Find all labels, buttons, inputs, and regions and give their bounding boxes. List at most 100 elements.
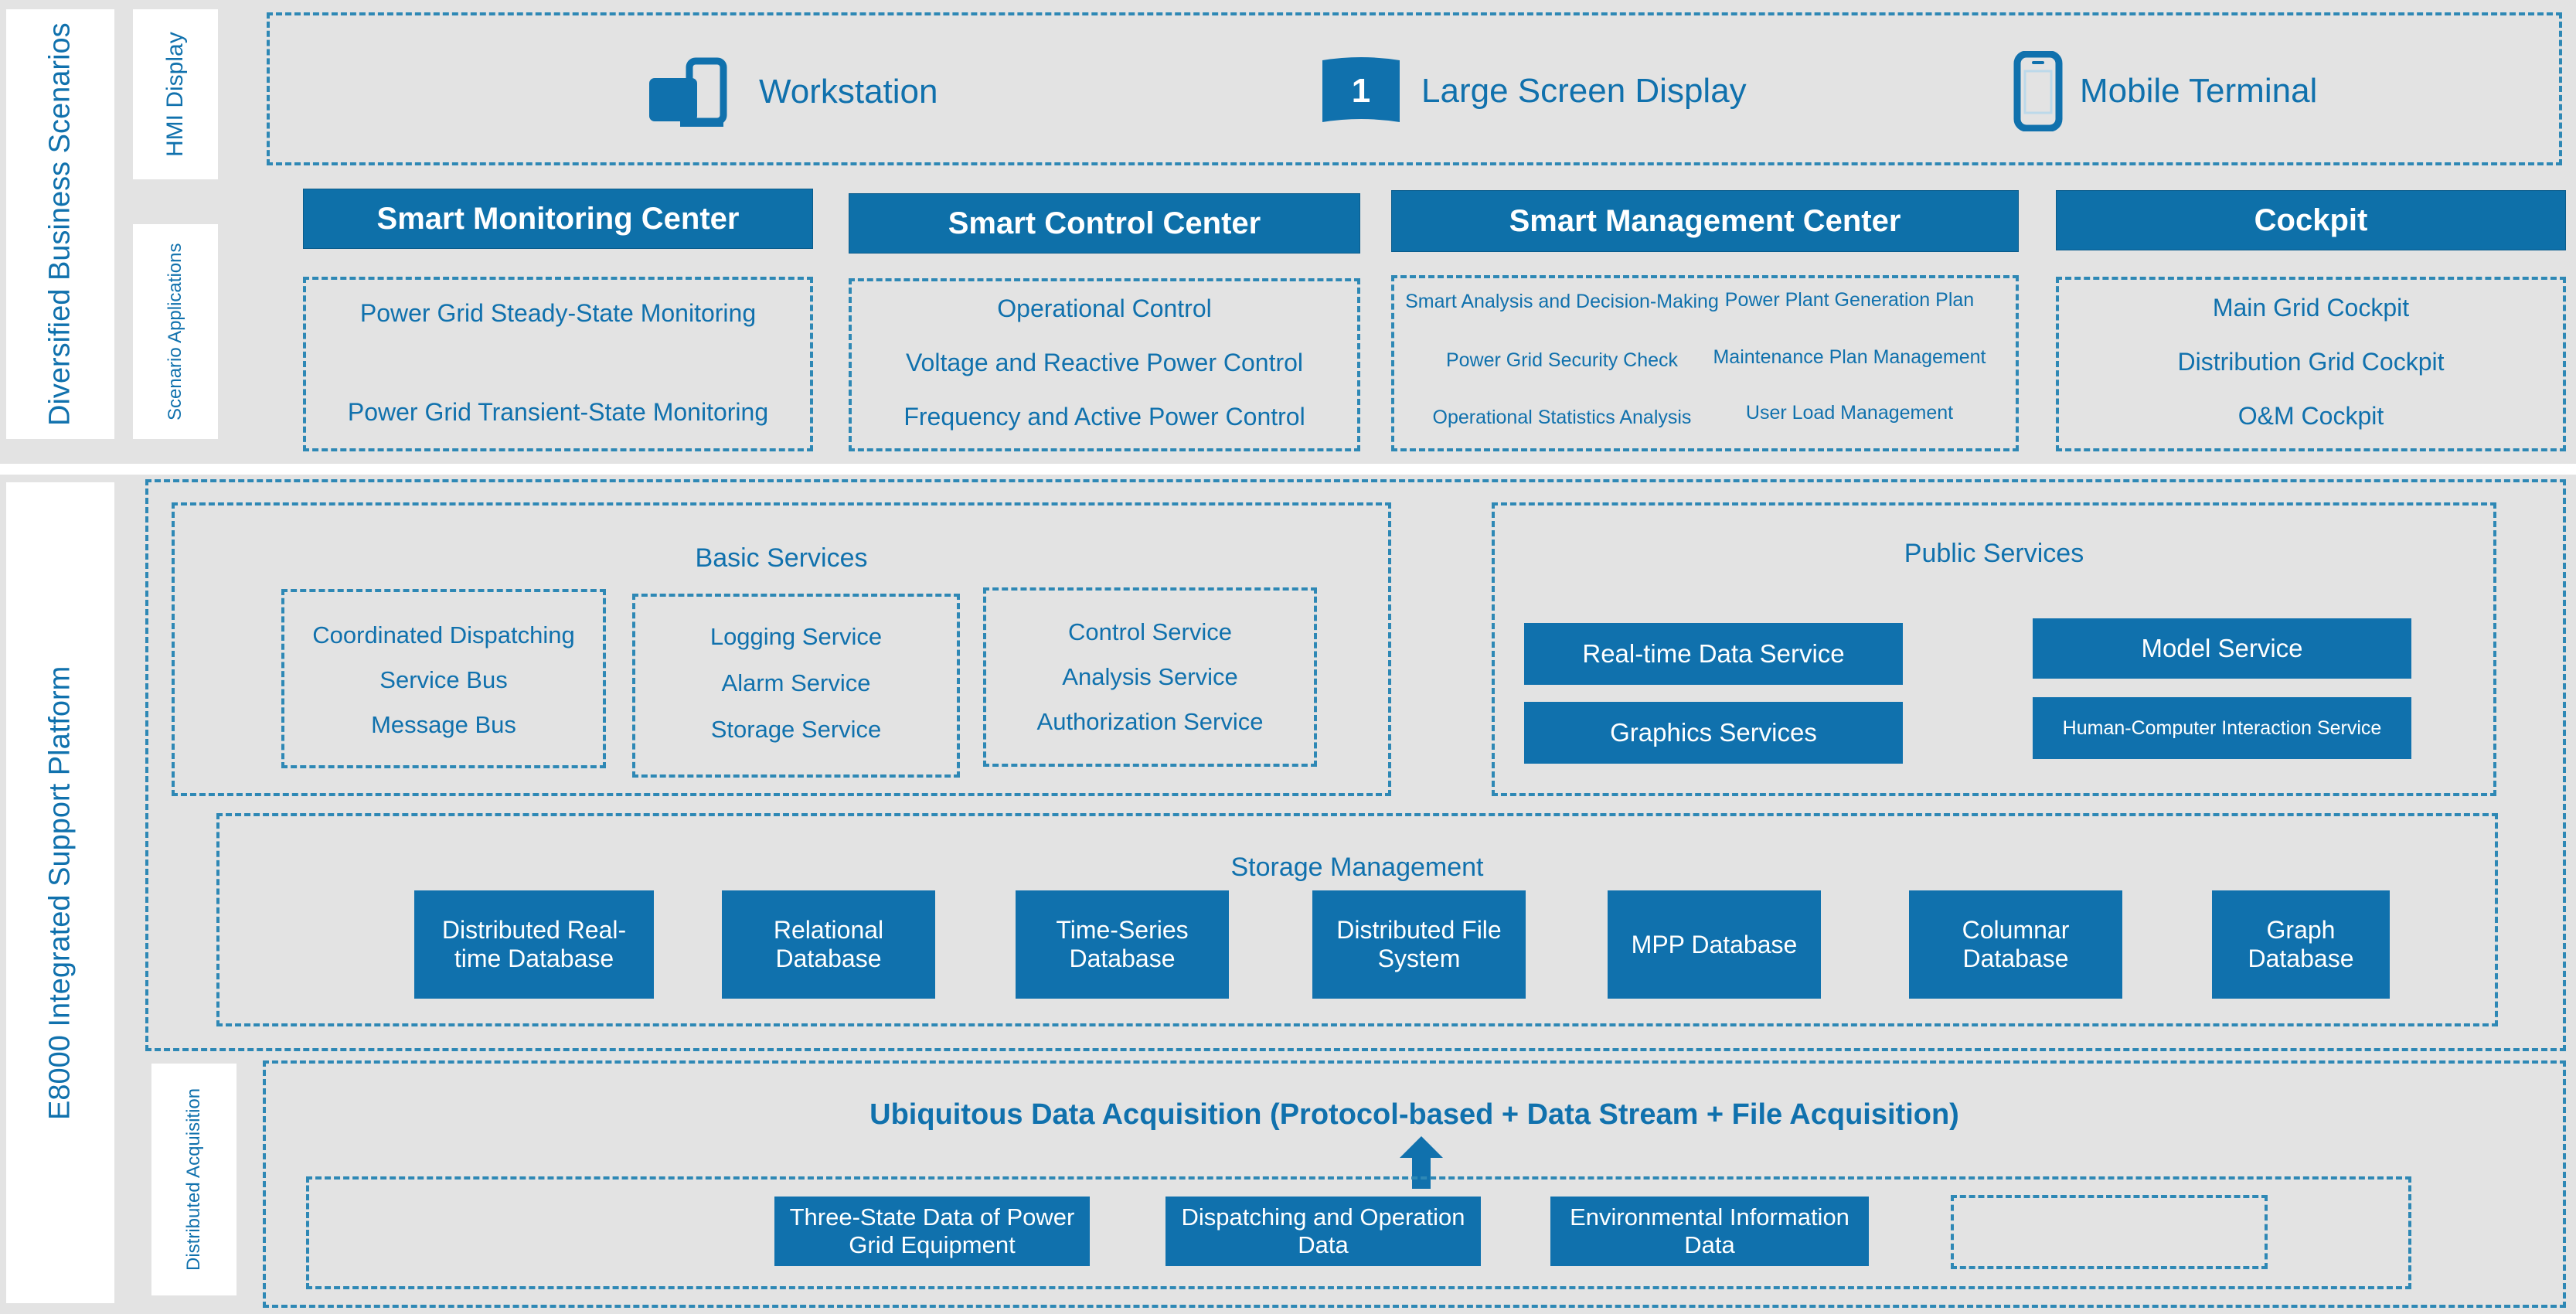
- public-service-tile[interactable]: Graphics Services: [1524, 702, 1903, 764]
- basic-services-title: Basic Services: [172, 540, 1391, 577]
- center-body-smart-control: [849, 278, 1360, 451]
- device-workstation[interactable]: Workstation: [641, 57, 938, 127]
- scenario-item[interactable]: Smart Analysis and Decision-Making: [1396, 284, 1728, 318]
- sidebar-hmi-text: HMI Display: [162, 32, 188, 157]
- public-service-tile-label: Human-Computer Interaction Service: [2062, 717, 2382, 739]
- center-title-smart-management[interactable]: Smart Management Center: [1391, 190, 2019, 252]
- database-tile[interactable]: Columnar Database: [1909, 890, 2122, 999]
- service-item[interactable]: Message Bus: [281, 708, 606, 742]
- scenario-item[interactable]: Power Grid Steady-State Monitoring: [309, 292, 807, 334]
- basic-services-title-label: Basic Services: [695, 543, 868, 573]
- scenario-item-label: Maintenance Plan Management: [1713, 346, 1986, 368]
- scenario-item-label: Main Grid Cockpit: [2212, 293, 2410, 322]
- public-service-tile-label: Model Service: [2141, 634, 2303, 663]
- scenario-item-label: User Load Management: [1745, 401, 1954, 424]
- scenario-item[interactable]: Operational Control: [853, 289, 1356, 328]
- workstation-icon: [641, 56, 742, 128]
- database-tile-label: Distributed File System: [1336, 916, 1502, 972]
- scenario-item[interactable]: Operational Statistics Analysis: [1396, 400, 1728, 434]
- scenario-item[interactable]: Voltage and Reactive Power Control: [853, 343, 1356, 382]
- scenario-item[interactable]: Power Grid Transient-State Monitoring: [309, 391, 807, 433]
- center-body-smart-monitoring: [303, 277, 813, 451]
- database-tile[interactable]: Distributed Real-time Database: [414, 890, 654, 999]
- data-source-placeholder-slot[interactable]: [1951, 1195, 2268, 1269]
- service-item-label: Analysis Service: [1062, 663, 1238, 690]
- platform-services-container: [145, 479, 2566, 1051]
- sidebar-acquisition-text: Distributed Acquisition: [183, 1088, 204, 1271]
- data-source-tile-label: Environmental Information Data: [1570, 1203, 1849, 1258]
- sidebar-scenario-label: Scenario Applications: [133, 224, 218, 439]
- service-item[interactable]: Authorization Service: [983, 705, 1317, 739]
- service-item[interactable]: Service Bus: [281, 663, 606, 697]
- center-title-smart-monitoring[interactable]: Smart Monitoring Center: [303, 189, 813, 249]
- data-acquisition-panel: [263, 1060, 2566, 1308]
- public-service-tile[interactable]: Real-time Data Service: [1524, 623, 1903, 685]
- sidebar-tier1-text: Diversified Business Scenarios: [43, 22, 77, 426]
- scenario-item-label: Power Grid Steady-State Monitoring: [359, 298, 757, 327]
- svg-text:1: 1: [1352, 72, 1370, 110]
- data-source-tile[interactable]: Three-State Data of Power Grid Equipment: [774, 1197, 1090, 1266]
- scenario-item-label: O&M Cockpit: [2237, 401, 2384, 430]
- service-item[interactable]: Storage Service: [632, 713, 960, 747]
- public-service-tile[interactable]: Human-Computer Interaction Service: [2033, 697, 2411, 759]
- database-tile-label: Columnar Database: [1962, 916, 2070, 972]
- center-title-cockpit[interactable]: Cockpit: [2056, 190, 2566, 250]
- service-item-label: Service Bus: [379, 666, 508, 693]
- data-source-tile[interactable]: Dispatching and Operation Data: [1165, 1197, 1481, 1266]
- scenario-item-label: Frequency and Active Power Control: [903, 402, 1305, 431]
- device-large-screen[interactable]: 1 Large Screen Display: [1318, 54, 1747, 128]
- sidebar-hmi-label: HMI Display: [133, 9, 218, 179]
- scenario-item[interactable]: Power Grid Security Check: [1396, 343, 1728, 377]
- database-tile-label: Relational Database: [773, 916, 884, 972]
- database-tile[interactable]: MPP Database: [1608, 890, 1821, 999]
- service-item[interactable]: Coordinated Dispatching: [281, 618, 606, 652]
- database-tile[interactable]: Relational Database: [722, 890, 935, 999]
- scenario-item-label: Smart Analysis and Decision-Making: [1405, 290, 1719, 312]
- basic-services-panel: [172, 502, 1391, 796]
- service-item[interactable]: Alarm Service: [632, 666, 960, 700]
- scenario-item-label: Power Grid Transient-State Monitoring: [347, 397, 769, 426]
- service-item-label: Logging Service: [710, 623, 883, 650]
- scenario-item-label: Distribution Grid Cockpit: [2177, 347, 2445, 376]
- data-source-tile[interactable]: Environmental Information Data: [1550, 1197, 1869, 1266]
- scenario-item[interactable]: User Load Management: [1683, 396, 2016, 430]
- scenario-item-label: Voltage and Reactive Power Control: [905, 348, 1304, 376]
- scenario-item[interactable]: Main Grid Cockpit: [2060, 289, 2561, 326]
- database-tile-label: Graph Database: [2248, 916, 2354, 972]
- scenario-item-label: Power Plant Generation Plan: [1724, 288, 1975, 311]
- service-item-label: Message Bus: [371, 711, 516, 738]
- public-service-tile-label: Graphics Services: [1610, 718, 1817, 747]
- scenario-item[interactable]: Power Plant Generation Plan: [1683, 283, 2016, 317]
- sidebar-tier1-label: Diversified Business Scenarios: [6, 9, 114, 439]
- data-source-tile-label: Three-State Data of Power Grid Equipment: [789, 1203, 1075, 1258]
- public-services-title-label: Public Services: [1904, 538, 2084, 568]
- service-item[interactable]: Control Service: [983, 615, 1317, 649]
- basic-services-group: [281, 589, 606, 768]
- scenario-item[interactable]: O&M Cockpit: [2060, 397, 2561, 434]
- service-item-label: Control Service: [1068, 618, 1232, 645]
- data-sources-row: [306, 1176, 2411, 1289]
- center-title-smart-management-label: Smart Management Center: [1509, 203, 1901, 238]
- service-item-label: Authorization Service: [1036, 708, 1264, 735]
- public-services-title: Public Services: [1492, 535, 2496, 572]
- service-item-label: Coordinated Dispatching: [312, 621, 575, 648]
- up-arrow-icon: [1400, 1136, 1443, 1189]
- scenario-item[interactable]: Maintenance Plan Management: [1683, 340, 2016, 374]
- scenario-item[interactable]: Frequency and Active Power Control: [853, 397, 1356, 436]
- service-item[interactable]: Logging Service: [632, 620, 960, 654]
- hmi-display-row: [267, 12, 2562, 165]
- mobile-phone-icon: [2013, 51, 2063, 131]
- service-item[interactable]: Analysis Service: [983, 660, 1317, 694]
- database-tile[interactable]: Graph Database: [2212, 890, 2390, 999]
- data-source-tile-label: Dispatching and Operation Data: [1181, 1203, 1465, 1258]
- center-title-smart-control[interactable]: Smart Control Center: [849, 193, 1360, 254]
- database-tile[interactable]: Distributed File System: [1312, 890, 1526, 999]
- scenario-item[interactable]: Distribution Grid Cockpit: [2060, 343, 2561, 380]
- center-title-cockpit-label: Cockpit: [2254, 203, 2368, 237]
- device-mobile-terminal[interactable]: Mobile Terminal: [2013, 51, 2317, 131]
- public-service-tile[interactable]: Model Service: [2033, 618, 2411, 679]
- database-tile[interactable]: Time-Series Database: [1016, 890, 1229, 999]
- device-mobile-terminal-label: Mobile Terminal: [2080, 72, 2318, 110]
- data-acquisition-title-label: Ubiquitous Data Acquisition (Protocol-ba…: [869, 1098, 1959, 1131]
